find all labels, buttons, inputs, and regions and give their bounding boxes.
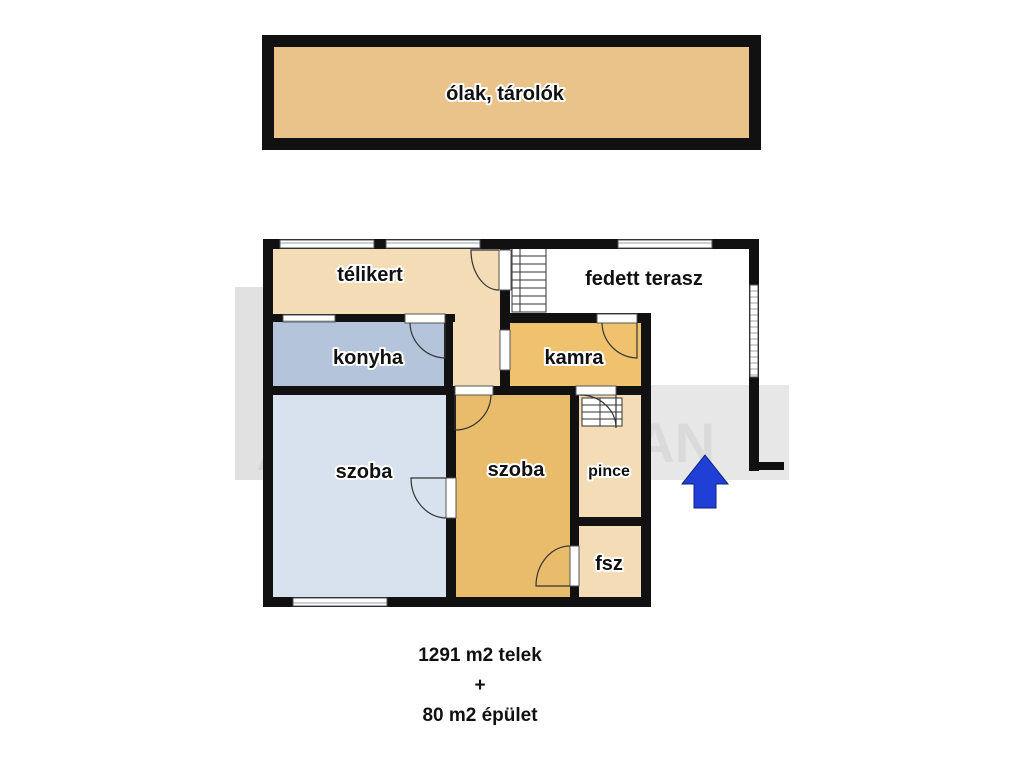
- doors: [404, 249, 638, 587]
- wall-cellar-west: [570, 386, 579, 607]
- wall-winter-garden-south: [263, 314, 455, 322]
- room-middle-label: szoba: [488, 459, 546, 481]
- window-winter-garden-2: [385, 239, 481, 249]
- pantry-label: kamra: [545, 347, 605, 369]
- door-terrace: [470, 249, 500, 291]
- window-kitchen: [282, 314, 336, 323]
- door-cellar: [579, 394, 617, 429]
- window-room-left-south: [292, 597, 388, 607]
- entrance-arrow-icon: [680, 454, 730, 509]
- winter-garden-label: télikert: [337, 264, 403, 286]
- window-winter-garden-1: [279, 239, 375, 249]
- cellar-label: pince: [588, 463, 630, 480]
- wall-kitchen-south: [263, 386, 509, 395]
- room-labels: télikert fedett terasz konyha kamra szob…: [331, 262, 705, 577]
- wall-west: [263, 239, 273, 607]
- window-terrace-north: [617, 239, 713, 249]
- room-left-label: szoba: [336, 461, 394, 483]
- door-room-middle: [454, 394, 492, 431]
- caption-plus: +: [474, 675, 486, 696]
- windows: [279, 239, 759, 607]
- sheds-floor: [270, 43, 753, 142]
- kitchen-label: konyha: [333, 347, 404, 369]
- door-kitchen: [409, 322, 446, 359]
- building-area-caption: 80 m2 épület: [422, 705, 538, 726]
- stairs-terrace: [511, 247, 547, 313]
- wall-cellar-south: [570, 517, 651, 526]
- wall-kitchen-east: [444, 314, 453, 394]
- wall-east: [641, 313, 651, 607]
- wall-south: [263, 597, 651, 607]
- room-floors: [272, 245, 642, 598]
- plot-area-caption: 1291 m2 telek: [418, 645, 542, 666]
- door-room-left: [410, 477, 447, 519]
- door-ground-floor: [535, 545, 571, 587]
- kitchen-floor: [272, 322, 448, 388]
- ground-floor-label: fsz: [595, 553, 623, 575]
- pantry-floor: [508, 322, 642, 386]
- room-left-floor: [272, 394, 448, 598]
- sheds-label: ólak, tárolók: [446, 83, 565, 105]
- sheds-wall: [262, 35, 761, 150]
- outbuilding: ólak, tárolók: [262, 35, 761, 150]
- terrace-wall-tail: [752, 462, 784, 470]
- window-terrace-east: [749, 284, 759, 378]
- wall-pantry-north: [500, 313, 651, 323]
- covered-terrace-label: fedett terasz: [585, 268, 703, 290]
- ground-floor-floor: [578, 524, 642, 598]
- room-middle-floor: [453, 394, 573, 598]
- door-pantry: [601, 322, 638, 359]
